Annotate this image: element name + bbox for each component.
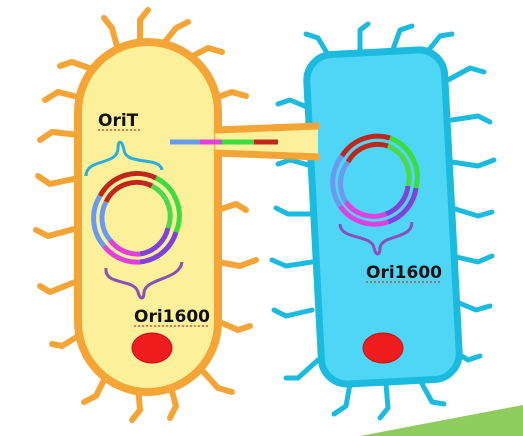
orit-label: OriT [98,111,139,131]
donor-ori1600-label: Ori1600 [134,307,210,327]
recipient-ori1600-label: Ori1600 [366,263,442,283]
donor-ori1600-bracket [104,261,184,300]
donor-nucleoid-icon [131,332,173,364]
recipient-plasmid-ring-icon [330,133,420,227]
recipient-nucleoid-icon [362,332,404,364]
corner-accent [360,405,523,436]
recipient-ori1600-bracket [338,221,414,256]
donor-cell [33,7,259,423]
donor-cell-body [74,38,222,396]
donor-plasmid-ring-icon [91,171,182,265]
orit-bracket [84,140,164,177]
